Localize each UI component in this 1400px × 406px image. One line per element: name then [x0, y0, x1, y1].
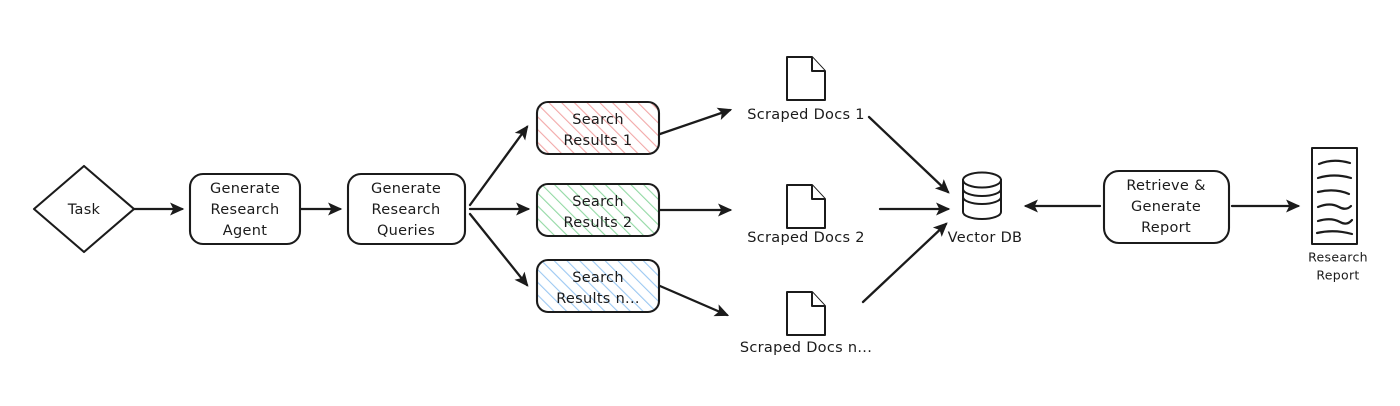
retrieve-generate-report-line-1: Retrieve &: [1126, 178, 1205, 194]
generate-research-agent-box: [188, 172, 302, 246]
vector-db-label: Vector DB: [948, 230, 1023, 246]
document-icon: [786, 56, 826, 101]
generate-research-queries-box: [346, 172, 467, 246]
node-scraped-docs-2[interactable]: Scraped Docs 2: [747, 184, 865, 246]
task-label: Task: [67, 202, 101, 218]
generate-research-queries-line-3: Queries: [377, 223, 435, 239]
search-results-2-box: [535, 182, 661, 238]
report-text-line-3-icon: [1316, 189, 1351, 196]
edge-gen-queries-to-search-results-n: [468, 212, 529, 287]
node-vector-db[interactable]: Vector DB: [948, 171, 1023, 247]
search-results-2-line-1: Search: [572, 194, 624, 210]
document-fold-icon: [811, 57, 825, 72]
generate-research-agent-line-3: Agent: [223, 223, 267, 239]
generate-research-agent-line-2: Research: [211, 202, 280, 218]
search-results-1-line-1: Search: [572, 112, 624, 128]
node-generate-research-agent[interactable]: Generate Research Agent: [188, 172, 302, 246]
node-scraped-docs-1[interactable]: Scraped Docs 1: [747, 56, 865, 123]
search-results-1-box: [535, 100, 661, 156]
database-band-1-icon: [962, 188, 1002, 197]
node-scraped-docs-n[interactable]: Scraped Docs n...: [740, 291, 872, 356]
edges-layer: [132, 107, 1301, 317]
edge-scraped-docs-n-to-vector-db: [861, 222, 948, 304]
document-icon: [786, 184, 826, 229]
node-search-results-n[interactable]: Search Results n...: [535, 258, 661, 314]
report-text-line-6-icon: [1315, 230, 1354, 236]
edge-gen-queries-to-search-results-1: [468, 125, 529, 207]
retrieve-generate-report-box: [1102, 169, 1231, 245]
node-task[interactable]: Task: [32, 164, 136, 254]
edge-search-results-n-to-scraped-docs-n: [658, 284, 730, 317]
search-results-1-line-2: Results 1: [564, 133, 633, 149]
scraped-docs-n-label: Scraped Docs n...: [740, 340, 872, 356]
search-results-2-line-2: Results 2: [564, 215, 633, 231]
report-text-line-2-icon: [1316, 174, 1353, 180]
research-report-line-1: Research: [1308, 250, 1368, 265]
search-results-n-line-1: Search: [572, 270, 624, 286]
scraped-docs-1-label: Scraped Docs 1: [747, 107, 865, 123]
node-retrieve-generate-report[interactable]: Retrieve & Generate Report: [1102, 169, 1231, 245]
node-search-results-2[interactable]: Search Results 2: [535, 182, 661, 238]
retrieve-generate-report-line-2: Generate: [1131, 199, 1201, 215]
retrieve-generate-report-line-3: Report: [1141, 220, 1191, 236]
database-cylinder-top-icon: [962, 171, 1002, 189]
database-cylinder-icon: [962, 179, 1002, 220]
research-report-line-2: Report: [1316, 268, 1359, 283]
edge-scraped-docs-1-to-vector-db: [867, 115, 950, 194]
node-research-report[interactable]: Research Report: [1308, 147, 1368, 283]
report-text-line-4-icon: [1316, 203, 1353, 210]
document-icon: [786, 291, 826, 336]
generate-research-queries-line-2: Research: [372, 202, 441, 218]
generate-research-agent-line-1: Generate: [210, 181, 280, 197]
task-diamond-shape: [32, 164, 136, 254]
edge-search-results-1-to-scraped-docs-1: [658, 107, 733, 136]
document-fold-icon: [811, 292, 825, 307]
generate-research-queries-line-1: Generate: [371, 181, 441, 197]
search-results-n-line-2: Results n...: [556, 291, 640, 307]
search-results-n-box: [535, 258, 661, 314]
database-band-2-icon: [962, 196, 1002, 205]
report-text-line-5-icon: [1316, 218, 1354, 225]
node-generate-research-queries[interactable]: Generate Research Queries: [346, 172, 467, 246]
report-text-line-1-icon: [1317, 159, 1352, 166]
document-fold-icon: [811, 185, 825, 200]
node-search-results-1[interactable]: Search Results 1: [535, 100, 661, 156]
scraped-docs-2-label: Scraped Docs 2: [747, 230, 865, 246]
